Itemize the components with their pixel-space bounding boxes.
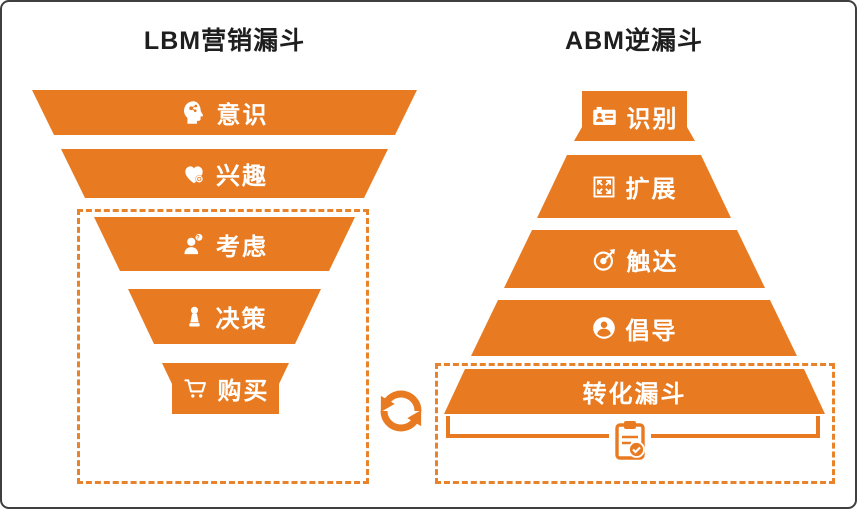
stage-label: 识别 xyxy=(626,105,679,133)
stage-purchase: 购买 xyxy=(162,363,289,414)
clipboard-check-icon xyxy=(613,419,647,466)
right-funnel-title: ABM逆漏斗 xyxy=(565,27,703,55)
stage-conversion-funnel: 转化漏斗 xyxy=(444,369,825,414)
stage-label: 决策 xyxy=(215,306,268,333)
stage-label: 意识 xyxy=(216,102,269,129)
expand-arrows-icon xyxy=(591,174,617,200)
stage-reach: 触达 xyxy=(504,230,765,288)
head-idea-icon xyxy=(181,99,208,126)
person-question-icon: ? xyxy=(181,231,207,257)
stage-label: 转化漏斗 xyxy=(582,381,687,408)
chess-pawn-icon xyxy=(182,304,207,329)
stage-consideration: ? 考虑 xyxy=(94,217,355,271)
heart-plus-icon xyxy=(181,161,207,187)
stage-identify: 识别 xyxy=(574,91,695,141)
stage-expand: 扩展 xyxy=(537,155,731,218)
stage-label: 扩展 xyxy=(625,176,678,203)
stage-label: 触达 xyxy=(626,248,679,276)
stage-awareness: 意识 xyxy=(32,90,417,135)
advocate-person-icon xyxy=(591,315,617,341)
left-funnel-title: LBM营销漏斗 xyxy=(143,27,306,55)
stage-interest: 兴趣 xyxy=(61,149,388,198)
shopping-cart-icon xyxy=(182,375,209,402)
bracket-left-segment xyxy=(446,416,609,438)
svg-text:?: ? xyxy=(196,236,202,242)
target-arrow-icon xyxy=(591,246,618,273)
stage-label: 考虑 xyxy=(216,233,268,261)
stage-advocate: 倡导 xyxy=(471,300,797,356)
right-dashed-box xyxy=(435,363,835,484)
stage-label: 购买 xyxy=(217,378,270,405)
stage-decision: 决策 xyxy=(128,289,321,344)
bracket-right-segment xyxy=(651,416,820,438)
sync-arrows-icon xyxy=(376,380,426,447)
stage-label: 倡导 xyxy=(625,317,678,345)
id-card-icon xyxy=(591,103,618,130)
left-dashed-box xyxy=(77,209,369,484)
stage-label: 兴趣 xyxy=(216,163,268,190)
